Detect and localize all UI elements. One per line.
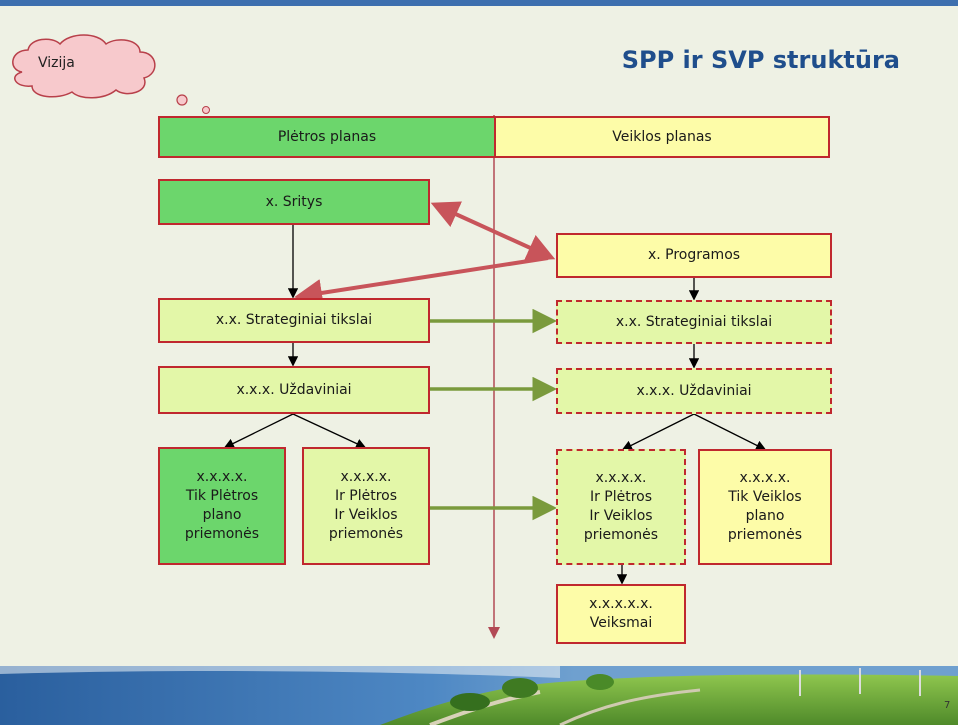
arrow-uzdaviniai-to-ir-pletros [292, 413, 367, 449]
box-right-uzdaviniai: x.x.x. Uždaviniai [556, 368, 832, 414]
top-accent-bar [0, 0, 958, 6]
box-tik-pletros: x.x.x.x. Tik Plėtros plano priemonės [158, 447, 286, 565]
box-right-ir-pletros-line: priemonės [583, 526, 659, 543]
box-left-ir-pletros: x.x.x.x. Ir Plėtros Ir Veiklos priemonės [302, 447, 430, 565]
box-right-tikslai-label: x.x. Strateginiai tikslai [615, 313, 773, 330]
box-tik-pletros-line: Tik Plėtros [185, 488, 259, 505]
box-tik-veiklos-line: priemonės [727, 526, 803, 543]
box-veiksmai-text: x.x.x.x.x. Veiksmai [589, 595, 653, 633]
box-right-tikslai: x.x. Strateginiai tikslai [556, 300, 832, 344]
landscape-image [0, 666, 958, 725]
box-veiksmai-line: Veiksmai [589, 615, 653, 631]
vizija-cloud [12, 34, 233, 123]
box-tik-pletros-line: x.x.x.x. [196, 469, 248, 486]
column-header-pletros: Plėtros planas [158, 116, 496, 158]
box-right-ir-pletros-line: Ir Veiklos [589, 508, 653, 524]
arrow-uzdaviniai-to-tik-pletros [223, 413, 294, 449]
landscape-banner [0, 666, 958, 725]
box-tik-pletros-line: plano [202, 507, 242, 523]
box-left-uzdaviniai-label: x.x.x. Uždaviniai [236, 381, 352, 398]
red-arrow-programos-tikslai [294, 256, 549, 307]
red-arrow-sritys-programos [430, 201, 556, 261]
box-left-tikslai-label: x.x. Strateginiai tikslai [215, 312, 373, 329]
box-left-ir-pletros-line: x.x.x.x. [340, 469, 392, 486]
box-left-uzdaviniai: x.x.x. Uždaviniai [158, 366, 430, 414]
box-right-uzdaviniai-label: x.x.x. Uždaviniai [636, 382, 752, 399]
box-sritys: x. Sritys [158, 179, 430, 225]
box-left-ir-pletros-line: Ir Plėtros [334, 488, 398, 505]
box-sritys-label: x. Sritys [265, 193, 323, 210]
box-right-ir-pletros-line: Ir Plėtros [589, 489, 653, 506]
box-tik-veiklos-line: plano [745, 508, 785, 524]
box-left-tikslai: x.x. Strateginiai tikslai [158, 298, 430, 343]
arrow-right-uzdaviniai-to-tik-veiklos [693, 413, 767, 451]
box-tik-veiklos-text: x.x.x.x. Tik Veiklos plano priemonės [728, 469, 802, 545]
box-tik-veiklos: x.x.x.x. Tik Veiklos plano priemonės [698, 449, 832, 565]
box-left-ir-pletros-line: priemonės [328, 525, 404, 542]
box-tik-pletros-text: x.x.x.x. Tik Plėtros plano priemonės [185, 468, 259, 544]
column-header-pletros-label: Plėtros planas [277, 128, 377, 145]
box-right-ir-pletros-line: x.x.x.x. [595, 470, 647, 487]
box-programos: x. Programos [556, 233, 832, 278]
box-tik-veiklos-line: x.x.x.x. [739, 470, 791, 487]
box-veiksmai: x.x.x.x.x. Veiksmai [556, 584, 686, 644]
arrow-right-uzdaviniai-to-ir-pletros [621, 413, 695, 451]
page-number: 7 [944, 700, 951, 711]
box-left-ir-pletros-text: x.x.x.x. Ir Plėtros Ir Veiklos priemonės [329, 468, 403, 544]
box-veiksmai-line: x.x.x.x.x. [589, 596, 653, 613]
box-left-ir-pletros-line: Ir Veiklos [334, 507, 398, 523]
box-tik-pletros-line: priemonės [184, 525, 260, 542]
box-right-ir-pletros-text: x.x.x.x. Ir Plėtros Ir Veiklos priemonės [584, 469, 658, 545]
box-right-ir-pletros: x.x.x.x. Ir Plėtros Ir Veiklos priemonės [556, 449, 686, 565]
column-header-veiklos-label: Veiklos planas [612, 128, 712, 145]
vizija-label: Vizija [38, 55, 75, 71]
slide-title: SPP ir SVP struktūra [621, 46, 900, 74]
box-programos-label: x. Programos [647, 247, 741, 264]
column-header-veiklos: Veiklos planas [494, 116, 830, 158]
box-tik-veiklos-line: Tik Veiklos [728, 489, 802, 506]
